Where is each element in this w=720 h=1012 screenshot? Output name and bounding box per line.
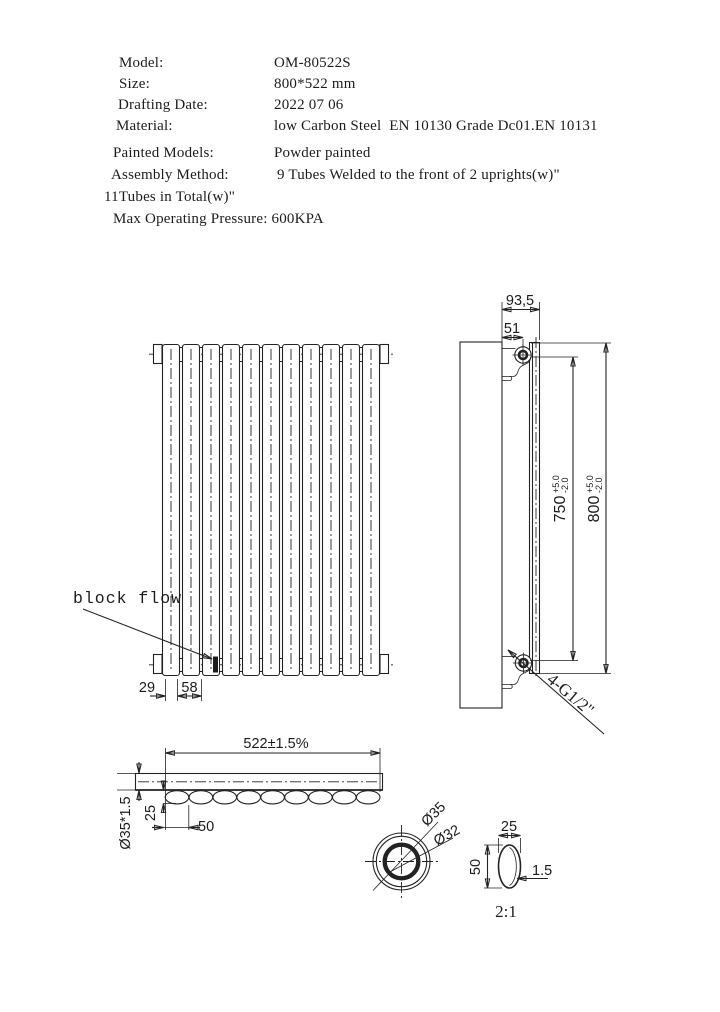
spec-label: Max Operating Pressure: 600KPA <box>113 211 324 227</box>
front-tube <box>161 343 181 677</box>
spec-label: Material: <box>116 118 173 134</box>
detail-round-tube: Ø35 Ø32 <box>365 799 463 899</box>
spec-label: 11Tubes in Total(w)" <box>104 189 236 205</box>
dim-522: 522±1.5% <box>243 736 308 752</box>
dim-25-bottom: 25 <box>143 805 159 821</box>
dia-35-label: Ø35 <box>419 799 450 830</box>
wall <box>459 341 503 709</box>
dim-o35: Ø35*1.5 <box>118 796 134 849</box>
svg-text:750: 750 <box>552 496 569 523</box>
detail-oval-tube: 25 50 1.5 2:1 <box>468 819 552 921</box>
side-view: 93,5 51 750 +5.0 -2.0 800 +5.0 -2.0 <box>459 293 611 735</box>
svg-text:800: 800 <box>586 496 603 523</box>
spec-value: OM-80522S <box>274 55 351 71</box>
dim-51: 51 <box>504 321 520 337</box>
dia-32-label: Ø32 <box>431 822 463 849</box>
block-flow-mark <box>213 656 218 673</box>
spec-label: Assembly Method: <box>111 167 229 183</box>
svg-text:+5.0: +5.0 <box>551 475 561 493</box>
bottom-tube-oval <box>164 790 190 805</box>
bottom-view: 522±1.5% Ø35*1.5 25 50 <box>117 736 384 850</box>
svg-text:+5.0: +5.0 <box>585 475 595 493</box>
svg-text:-2.0: -2.0 <box>560 477 570 493</box>
dim-25-oval: 25 <box>501 819 517 835</box>
spec-value: 800*522 mm <box>274 76 356 92</box>
dim-50-oval: 50 <box>468 859 484 875</box>
dim-93-5: 93,5 <box>506 293 534 309</box>
spec-label: Size: <box>119 76 150 92</box>
block-flow-leader <box>82 608 212 659</box>
dim-wall-1-5: 1.5 <box>532 863 552 879</box>
dim-29: 29 <box>139 680 155 696</box>
spec-value: Powder painted <box>274 145 371 161</box>
thread-label: 4-G1/2" <box>543 670 597 720</box>
detail-scale-label: 2:1 <box>495 902 517 921</box>
thread-leader <box>508 650 605 735</box>
spec-label: Model: <box>119 55 164 71</box>
wall-bracket-top <box>500 343 533 382</box>
svg-text:-2.0: -2.0 <box>594 477 604 493</box>
front-view: block flow 29 58 <box>73 343 393 701</box>
spec-value: 2022 07 06 <box>274 97 344 113</box>
dim-800: 800 +5.0 -2.0 <box>585 475 604 522</box>
spec-value: low Carbon Steel EN 10130 Grade Dc01.EN … <box>274 118 598 134</box>
spec-block: Model: OM-80522S Size: 800*522 mm Drafti… <box>0 0 720 240</box>
spec-label: Painted Models: <box>113 145 214 161</box>
spec-value: 9 Tubes Welded to the front of 2 upright… <box>277 167 560 183</box>
dim-50-bottom: 50 <box>198 819 214 835</box>
block-flow-label: block flow <box>73 589 182 608</box>
spec-label: Drafting Date: <box>118 97 208 113</box>
dim-58: 58 <box>181 680 197 696</box>
dim-750: 750 +5.0 -2.0 <box>551 475 570 522</box>
